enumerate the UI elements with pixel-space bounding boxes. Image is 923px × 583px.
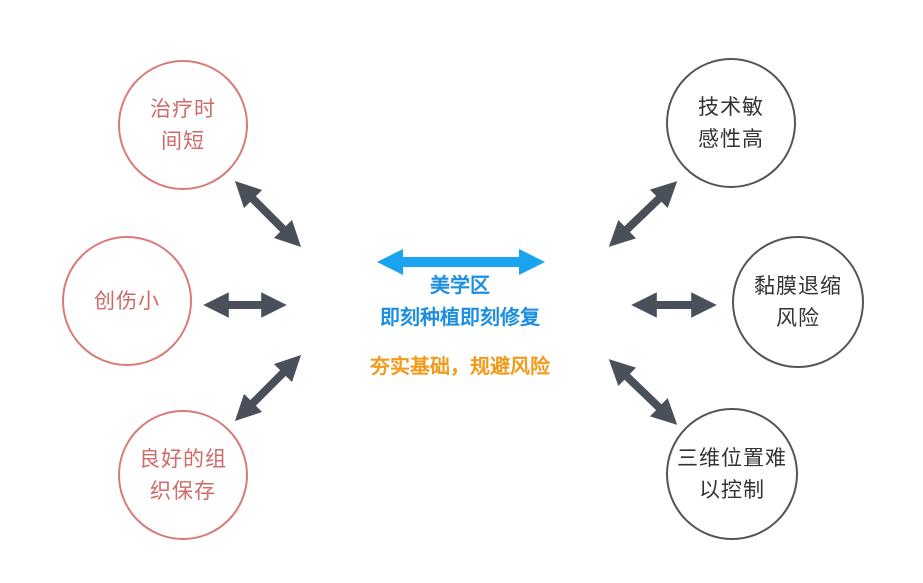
center-subtitle: 即刻种植即刻修复 [380,305,540,329]
arrow-top-right [608,181,678,247]
advantage-label: 治疗时 间短 [150,97,216,153]
advantage-circle-small-trauma: 创伤小 [62,236,192,366]
risk-circle-technique-sensitive: 技术敏 感性高 [666,58,796,188]
risk-label: 黏膜退缩 风险 [754,274,842,330]
arrow-bottom-right [608,359,678,425]
arrow-top-left [234,180,302,248]
center-slogan: 夯实基础，规避风险 [370,354,550,378]
risk-label: 三维位置难 以控制 [677,446,787,502]
advantage-circle-tissue-preservation: 良好的组 织保存 [118,410,248,540]
center-title: 美学区 [430,273,490,297]
arrow-bottom-left [234,354,302,422]
risk-circle-mucosal-recession: 黏膜退缩 风险 [732,236,864,368]
advantage-circle-treatment-time: 治疗时 间短 [118,60,248,190]
advantage-label: 良好的组 织保存 [139,447,227,503]
risk-label: 技术敏 感性高 [698,95,764,151]
risk-circle-3d-position: 三维位置难 以控制 [666,408,798,540]
advantage-label: 创伤小 [94,289,160,313]
